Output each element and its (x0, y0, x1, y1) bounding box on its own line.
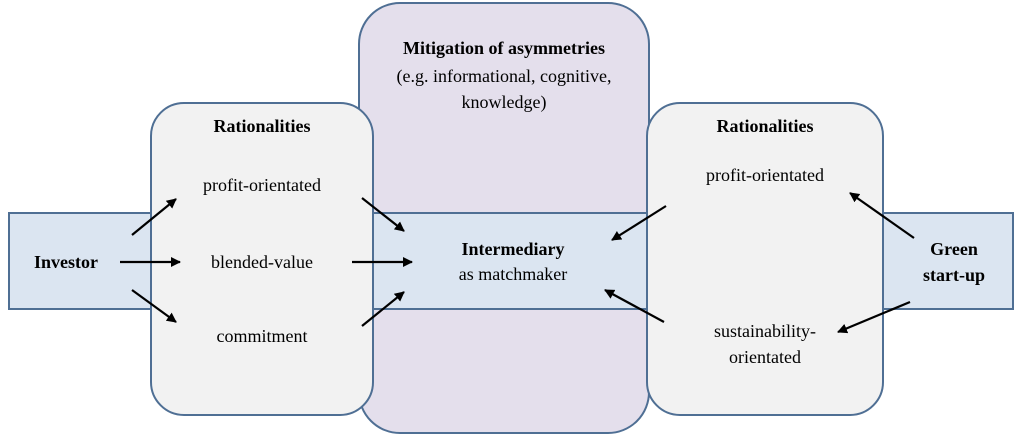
arrow-profit-to-intermediary (361, 197, 405, 232)
green-startup-line2: start-up (923, 265, 985, 285)
arrow-commitment-to-intermediary (361, 291, 405, 327)
asymmetries-title: Mitigation of asymmetries (403, 38, 605, 58)
right-item-sustainability-line1: sustainability- (714, 321, 816, 341)
arrow-sustainability-to-intermediary (604, 289, 665, 323)
arrow-right-profit-to-intermediary (611, 205, 667, 241)
green-startup-line1: Green (930, 239, 978, 259)
left-rationalities-box (150, 102, 374, 416)
left-item-profit: profit-orientated (203, 175, 321, 195)
left-item-commitment: commitment (216, 326, 308, 346)
left-rationalities-title: Rationalities (213, 116, 311, 136)
intermediary-subtitle: as matchmaker (458, 264, 568, 284)
intermediary-title: Intermediary (461, 239, 565, 259)
right-rationalities-box (646, 102, 884, 416)
right-rationalities-title: Rationalities (716, 116, 814, 136)
arrow-green-to-sustainability (837, 300, 911, 334)
asymmetries-subtitle-line2: knowledge) (461, 92, 547, 112)
investor-label: Investor (34, 252, 98, 272)
arrow-green-to-profit (849, 192, 915, 239)
right-item-profit: profit-orientated (706, 165, 824, 185)
asymmetries-subtitle-line1: (e.g. informational, cognitive, (396, 66, 612, 86)
arrow-investor-to-commitment (131, 289, 177, 323)
left-item-blended: blended-value (211, 252, 313, 272)
arrow-investor-to-profit (131, 198, 177, 236)
right-item-sustainability-line2: orientated (729, 347, 801, 367)
